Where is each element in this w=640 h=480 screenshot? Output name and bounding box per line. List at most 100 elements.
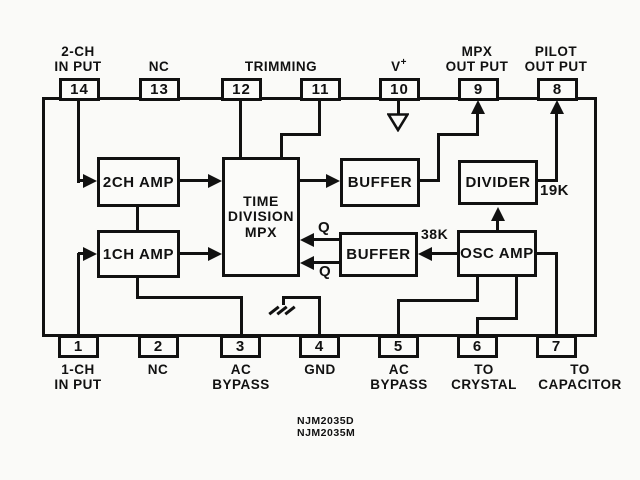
v-label: V <box>391 59 401 74</box>
wire-segment <box>318 98 321 136</box>
pin-10-label: V+ <box>391 55 407 74</box>
wire-segment <box>476 106 479 136</box>
pin-7-label: TO CAPACITOR <box>538 362 622 392</box>
pin-9: 9 <box>458 78 499 101</box>
part-numbers: NJM2035D NJM2035M <box>297 415 355 439</box>
wire-segment <box>136 207 139 230</box>
wire-segment <box>476 317 479 338</box>
block-osc-amp: OSC AMP <box>457 230 537 277</box>
wire-segment <box>280 133 283 159</box>
pin-6: 6 <box>457 335 498 358</box>
arrowhead-icon <box>300 233 314 247</box>
wire-segment <box>476 277 479 302</box>
pin-4-number: 4 <box>314 338 325 355</box>
pin-5-label: AC BYPASS <box>370 362 428 392</box>
wire-segment <box>476 317 518 320</box>
block-buffer-bottom: BUFFER <box>339 232 418 277</box>
wire-segment <box>437 133 440 182</box>
wire-segment <box>496 216 499 232</box>
wire-segment <box>318 296 321 338</box>
arrowhead-icon <box>83 174 97 188</box>
arrowhead-icon <box>83 247 97 261</box>
pin-1-number: 1 <box>73 338 84 355</box>
block-divider: DIVIDER <box>458 160 538 205</box>
wire-segment <box>239 98 242 159</box>
wire-segment <box>312 238 339 241</box>
pin-9-label: MPX OUT PUT <box>445 44 509 74</box>
wire-segment <box>280 133 321 136</box>
label-q: Q <box>318 219 331 236</box>
wire-segment <box>431 252 457 255</box>
block-buffer-top: BUFFER <box>340 158 420 207</box>
block-2ch-amp: 2CH AMP <box>97 157 180 207</box>
pin-3-label: AC BYPASS <box>212 362 270 392</box>
block-time-division-mpx: TIME DIVISION MPX <box>222 157 300 277</box>
arrowhead-icon <box>491 207 505 221</box>
wire-segment <box>136 278 139 299</box>
wire-segment <box>282 296 285 305</box>
pin-3-number: 3 <box>235 338 246 355</box>
label-19k: 19K <box>540 182 570 199</box>
arrowhead-icon <box>418 247 432 261</box>
wire-segment <box>283 296 321 299</box>
pin-4: 4 <box>299 335 340 358</box>
pin-7-number: 7 <box>551 338 562 355</box>
pin-1-label: 1-CH IN PUT <box>54 362 102 392</box>
pin-12-number: 12 <box>232 81 251 98</box>
wire-segment <box>555 252 558 338</box>
pin-2-number: 2 <box>153 338 164 355</box>
wire-segment <box>538 179 558 182</box>
wire-segment <box>300 179 327 182</box>
pin-14-number: 14 <box>70 81 89 98</box>
wire-segment <box>537 252 558 255</box>
pin-2-label: NC <box>147 362 169 377</box>
wire-segment <box>437 133 479 136</box>
pin-1: 1 <box>58 335 99 358</box>
wire-segment <box>312 261 339 264</box>
wire-segment <box>180 179 210 182</box>
pin-14-label: 2-CH IN PUT <box>54 44 102 74</box>
pin-11: 11 <box>300 78 341 101</box>
pin-14: 14 <box>59 78 100 101</box>
pin-13-label: NC <box>148 59 170 74</box>
pin-8: 8 <box>537 78 578 101</box>
power-supply-triangle-icon <box>387 113 409 132</box>
arrowhead-icon <box>471 100 485 114</box>
pin-6-label: TO CRYSTAL <box>451 362 517 392</box>
pin-10: 10 <box>379 78 420 101</box>
pin-4-label: GND <box>304 362 336 377</box>
pin-2: 2 <box>138 335 179 358</box>
pin-13-number: 13 <box>150 81 169 98</box>
v-plus-sup: + <box>400 57 407 68</box>
pin-8-number: 8 <box>552 81 563 98</box>
arrowhead-icon <box>300 256 314 270</box>
pin-9-number: 9 <box>473 81 484 98</box>
pin-6-number: 6 <box>472 338 483 355</box>
trimming-label: TRIMMING <box>244 59 318 74</box>
part-number-line2: NJM2035M <box>297 427 356 439</box>
wire-segment <box>555 106 558 182</box>
pin-7: 7 <box>536 335 577 358</box>
arrowhead-icon <box>326 174 340 188</box>
wire-segment <box>77 253 80 338</box>
wire-segment <box>515 277 518 320</box>
pin-3: 3 <box>220 335 261 358</box>
label-38k: 38K <box>421 226 449 242</box>
wire-segment <box>240 296 243 338</box>
arrowhead-icon <box>550 100 564 114</box>
arrowhead-icon <box>208 247 222 261</box>
arrowhead-icon <box>208 174 222 188</box>
wire-segment <box>397 299 400 338</box>
wire-segment <box>397 299 479 302</box>
block-1ch-amp: 1CH AMP <box>97 230 180 278</box>
part-number-line1: NJM2035D <box>297 415 355 427</box>
label-q-bar: Q <box>319 263 332 280</box>
pin-8-label: PILOT OUT PUT <box>524 44 588 74</box>
pin-12: 12 <box>221 78 262 101</box>
wire-segment <box>420 179 440 182</box>
pin-5: 5 <box>378 335 419 358</box>
wire-segment <box>397 98 400 115</box>
pin-13: 13 <box>139 78 180 101</box>
wire-segment <box>180 252 210 255</box>
